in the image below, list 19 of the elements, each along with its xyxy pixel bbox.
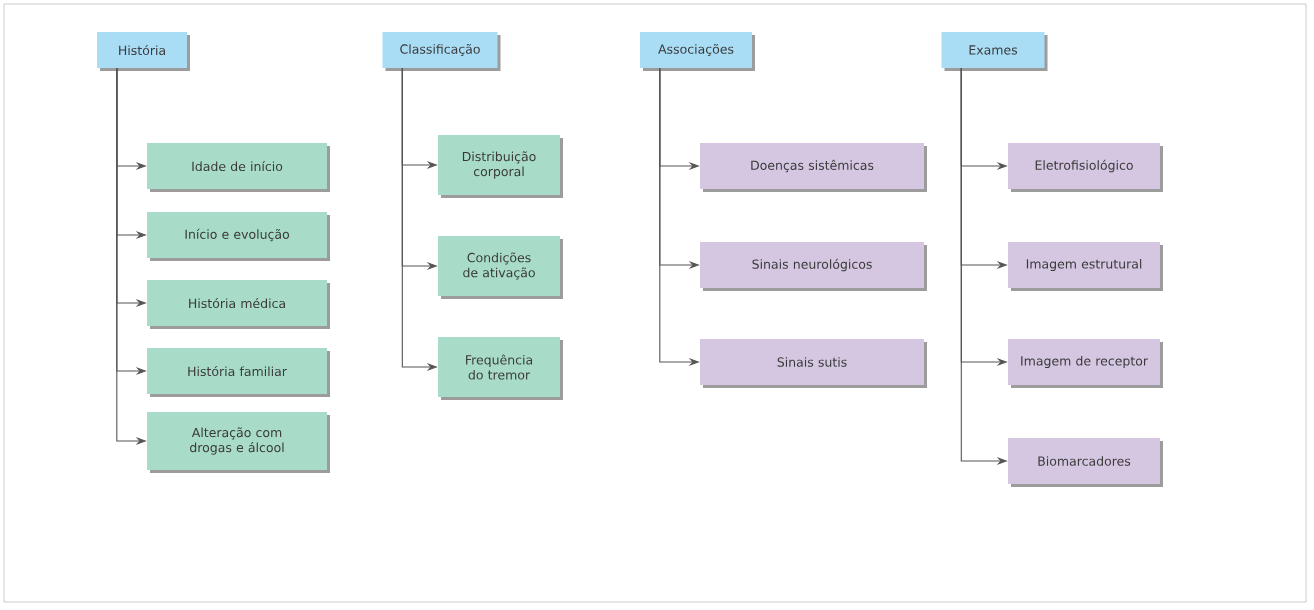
item-box: Distribuição corporal: [438, 135, 563, 198]
category-box: História: [97, 32, 190, 71]
item-box: História médica: [147, 280, 330, 329]
item-box: História familiar: [147, 348, 330, 397]
category-box: Classificação: [382, 32, 501, 71]
item-box: Eletrofisiológico: [1008, 143, 1163, 192]
item-box: Alteração com drogas e álcool: [147, 412, 330, 473]
item-box: Sinais neurológicos: [700, 242, 927, 291]
item-box: Início e evolução: [147, 212, 330, 261]
item-box: Imagem de receptor: [1008, 339, 1163, 388]
category-box: Exames: [941, 32, 1048, 71]
category-box: Associações: [640, 32, 755, 71]
item-box: Imagem estrutural: [1008, 242, 1163, 291]
item-box: Sinais sutis: [700, 339, 927, 388]
item-box: Biomarcadores: [1008, 438, 1163, 487]
item-box: Doenças sistêmicas: [700, 143, 927, 192]
item-box: Condições de ativação: [438, 236, 563, 299]
item-box: Frequência do tremor: [438, 337, 563, 400]
item-box: Idade de início: [147, 143, 330, 192]
